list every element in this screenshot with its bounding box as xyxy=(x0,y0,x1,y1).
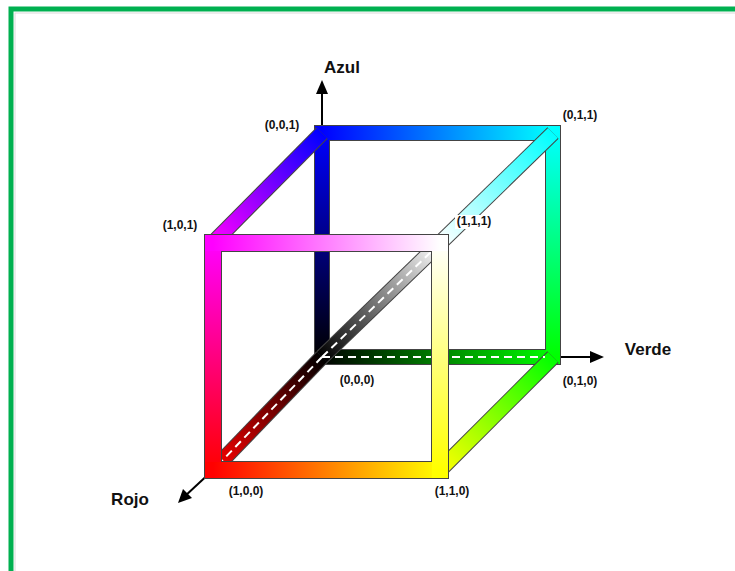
vertex-label: (0,1,1) xyxy=(561,109,600,122)
axes xyxy=(178,80,604,503)
axis-label: Verde xyxy=(623,341,673,360)
vertex-label: (0,0,0) xyxy=(338,374,377,387)
vertex-label: (1,1,1) xyxy=(455,215,494,228)
frame-border xyxy=(11,9,735,571)
axis-label: Azul xyxy=(322,59,362,78)
vertex-label: (0,1,0) xyxy=(561,375,600,388)
axis-label: Rojo xyxy=(109,491,151,510)
vertex-label: (0,0,1) xyxy=(263,119,302,132)
inner-frame xyxy=(15,13,735,571)
cube-edges xyxy=(213,133,553,470)
vertex-label: (1,1,0) xyxy=(433,485,472,498)
vertex-label: (1,0,0) xyxy=(227,485,266,498)
vertex-label: (1,0,1) xyxy=(161,219,200,232)
